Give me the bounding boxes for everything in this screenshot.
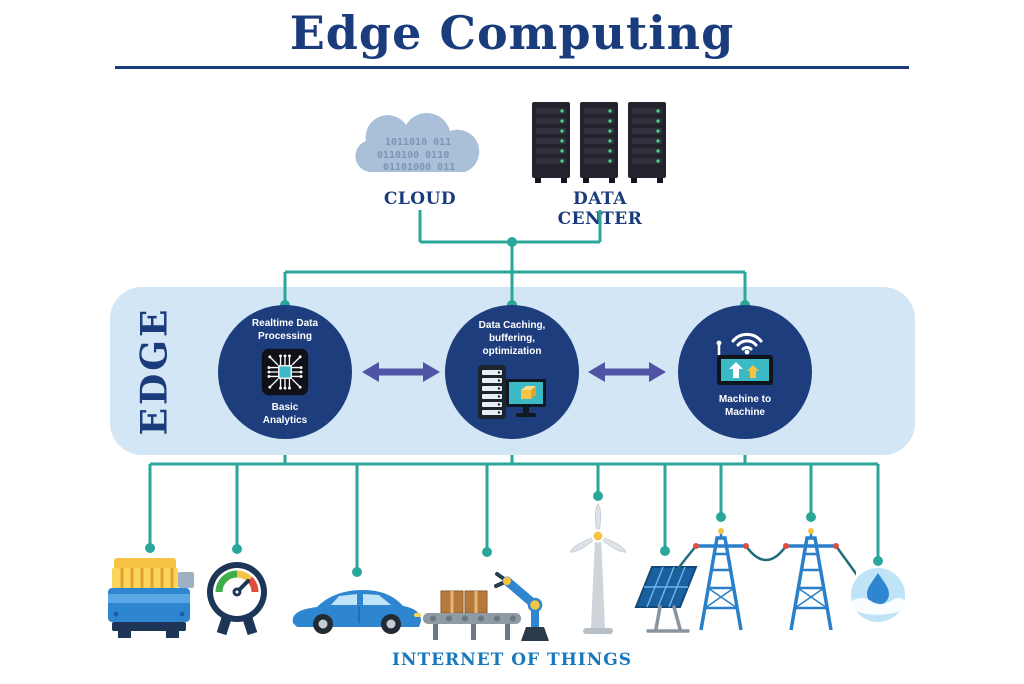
conveyor-robot-icon bbox=[423, 572, 549, 641]
page-title: Edge Computing bbox=[289, 6, 735, 60]
edge-node-machine-to-machine: Machine to Machine bbox=[678, 305, 812, 439]
iot-label: INTERNET OF THINGS bbox=[391, 650, 633, 670]
double-arrow-icon bbox=[362, 362, 440, 382]
engine-icon bbox=[108, 558, 194, 638]
cloud-binary-line: 01101000 011 bbox=[383, 162, 455, 173]
cloud-binary-line: 0110100 0110 bbox=[377, 150, 449, 161]
chip-icon bbox=[261, 348, 309, 396]
node-top-label: Realtime Data Processing bbox=[251, 318, 319, 342]
edge-node-data-caching: Data Caching, buffering, optimization bbox=[445, 305, 579, 439]
cloud-binary-line: 1011010 011 bbox=[385, 137, 451, 148]
wind-turbine-icon bbox=[569, 503, 627, 634]
double-arrow-icon bbox=[588, 362, 666, 382]
power-towers-icon bbox=[676, 528, 856, 631]
node-bottom-label: Basic Analytics bbox=[262, 402, 308, 426]
wifi-tablet-icon bbox=[716, 332, 773, 385]
datacenter-icon bbox=[532, 102, 666, 183]
datacenter-group: DATA CENTER bbox=[530, 100, 670, 229]
cloud-label: CLOUD bbox=[383, 189, 457, 209]
title-divider bbox=[115, 66, 909, 69]
datacenter-label: DATA CENTER bbox=[557, 189, 643, 229]
edge-node-realtime-processing: Realtime Data Processing Basic Analytics bbox=[218, 305, 352, 439]
gauge-icon bbox=[207, 562, 267, 636]
car-icon bbox=[292, 590, 421, 634]
server-monitor-icon bbox=[478, 365, 546, 419]
node-bottom-label: Machine to Machine bbox=[718, 394, 772, 418]
cloud-icon: 1011010 011 0110100 0110 01101000 011 bbox=[355, 113, 480, 173]
water-icon bbox=[851, 568, 905, 622]
edge-band-label-wrap: EDGE bbox=[118, 287, 190, 455]
cloud-group: 1011010 011 0110100 0110 01101000 011 CL… bbox=[345, 100, 495, 209]
solar-panel-icon bbox=[634, 566, 698, 633]
edge-band-label: EDGE bbox=[133, 306, 175, 436]
node-top-label: Data Caching, buffering, optimization bbox=[478, 320, 546, 357]
